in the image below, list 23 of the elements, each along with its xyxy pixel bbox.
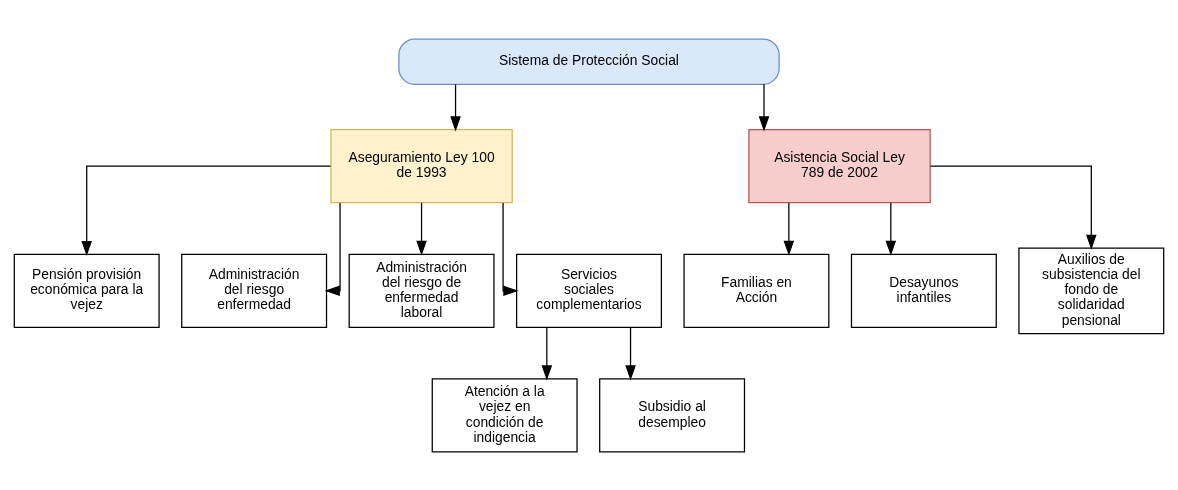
node-box: Desayunos infantiles bbox=[850, 253, 997, 328]
arrow bbox=[929, 165, 1097, 250]
node-box: Administración del riesgo de enfermedad laboral bbox=[348, 253, 495, 328]
arrow bbox=[783, 201, 795, 256]
arrow bbox=[81, 165, 332, 256]
arrow bbox=[324, 201, 341, 296]
arrow bbox=[885, 201, 897, 256]
node-box: Pensión provisión económica para la vejez bbox=[13, 253, 160, 328]
node-box: Asistencia Social Ley 789 de 2002 bbox=[748, 128, 931, 203]
node-box: Familias en Acción bbox=[683, 253, 830, 328]
arrow bbox=[758, 83, 770, 131]
arrow bbox=[450, 83, 461, 131]
node-box: Auxilios de subsistencia del fondo de solidaridad pensional bbox=[1018, 246, 1165, 334]
arrow bbox=[541, 326, 553, 380]
node-box: Subsidio al desempleo bbox=[599, 377, 746, 453]
node-box: Servicios sociales complementarios bbox=[516, 253, 662, 328]
node-box: Administración del riesgo enfermedad bbox=[181, 253, 328, 328]
node-box: Sistema de Protección Social bbox=[398, 37, 780, 85]
node-box: Aseguramiento Ley 100 de 1993 bbox=[330, 128, 513, 203]
node-box: Atención a la vejez en condición de indigencia bbox=[431, 377, 578, 453]
arrow bbox=[502, 201, 519, 296]
arrow bbox=[416, 201, 427, 256]
arrow bbox=[625, 326, 636, 380]
